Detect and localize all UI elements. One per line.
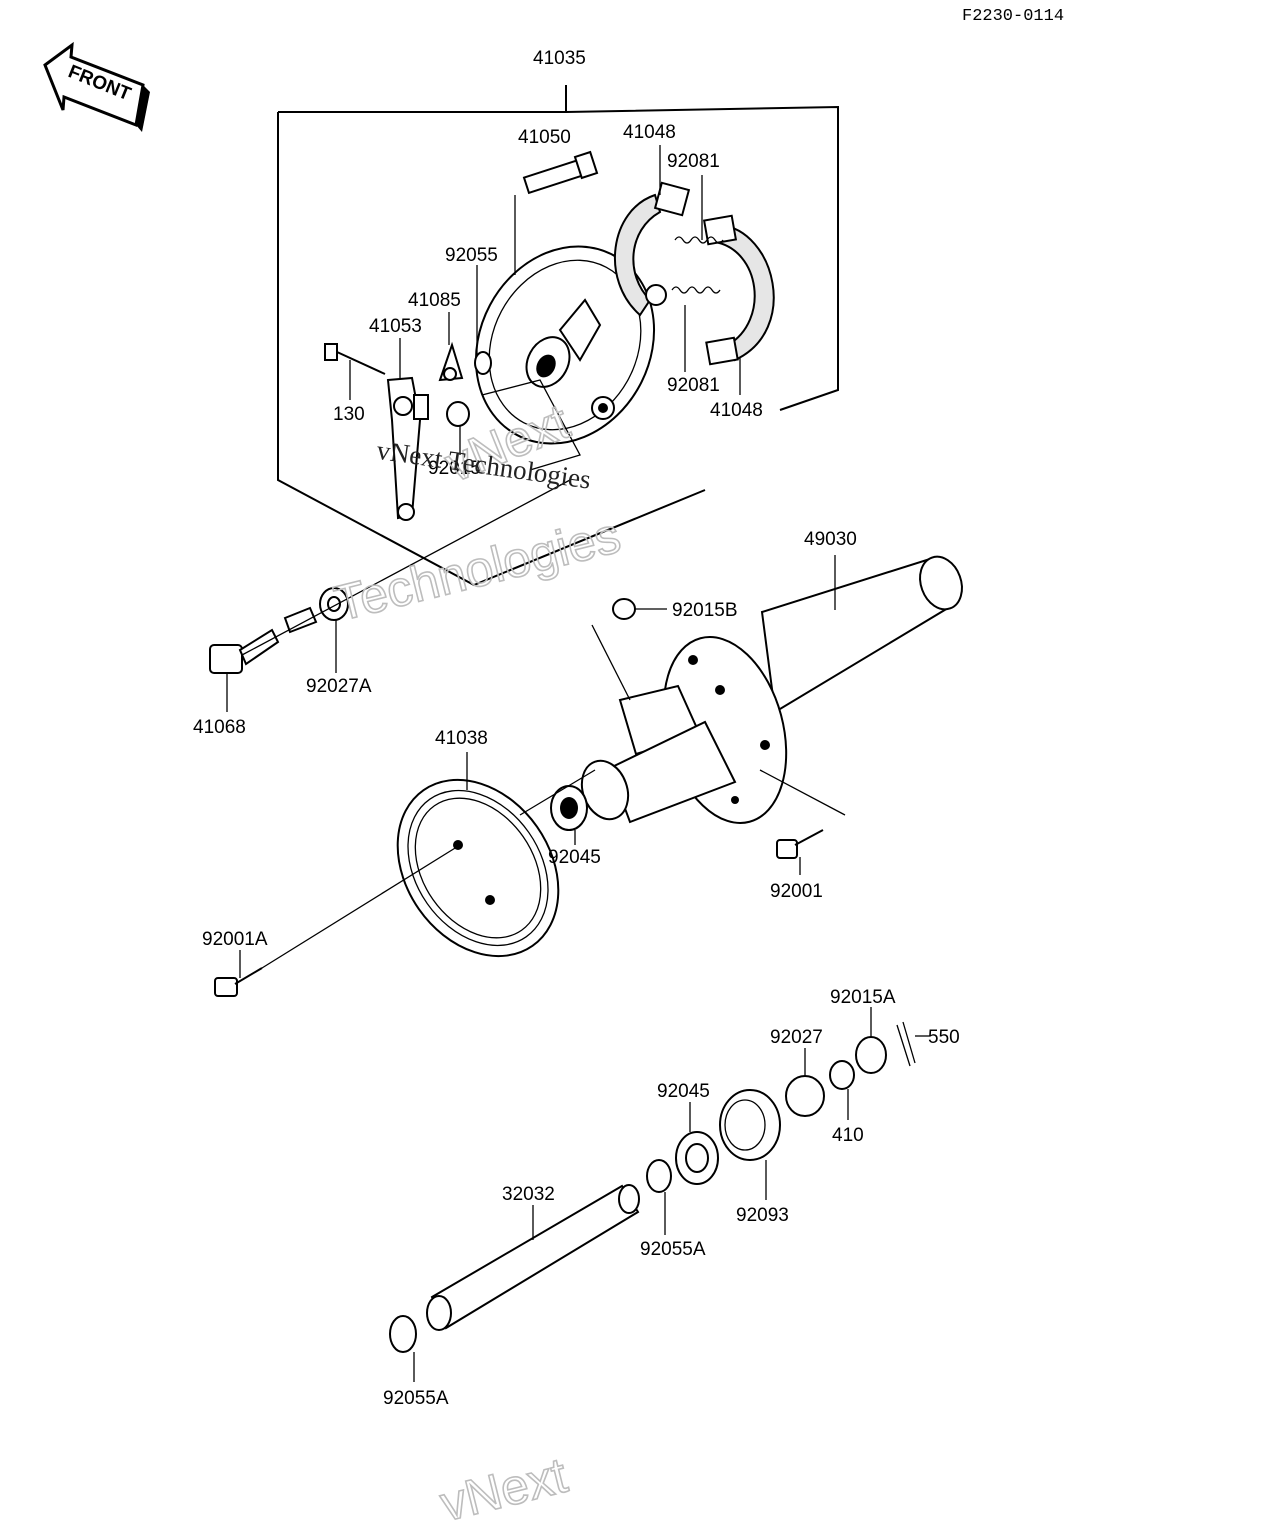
bolt-92001 bbox=[776, 829, 824, 859]
label-92015A: 92015A bbox=[830, 987, 896, 1008]
label-92001: 92001 bbox=[770, 881, 823, 902]
label-92045-lower: 92045 bbox=[657, 1081, 710, 1102]
label-92055A-mid: 92055A bbox=[640, 1239, 706, 1260]
part-labels: 41035 41050 41048 92081 92055 41085 4105… bbox=[193, 48, 960, 1409]
spring-adjuster bbox=[283, 606, 318, 634]
brake-shoe-bottom bbox=[702, 214, 775, 366]
label-41038: 41038 bbox=[435, 728, 488, 749]
spring-top bbox=[674, 236, 724, 244]
indicator-41085 bbox=[438, 341, 464, 382]
bearing-92045-lower bbox=[675, 1131, 719, 1185]
leader-lines bbox=[226, 145, 930, 1382]
circlip-92055A-mid bbox=[646, 1159, 672, 1193]
watermark-footer: vNext bbox=[435, 1447, 573, 1532]
brake-lever-41053 bbox=[386, 376, 429, 521]
bolt-130 bbox=[324, 343, 386, 375]
axis-line-drum bbox=[261, 844, 461, 969]
axle-tube bbox=[580, 555, 963, 824]
cotter-pin-550 bbox=[896, 1021, 916, 1067]
label-92015: 92015 bbox=[428, 458, 481, 479]
axle-32032 bbox=[426, 1184, 640, 1331]
label-41068: 41068 bbox=[193, 717, 246, 738]
bearing-92045-upper bbox=[550, 785, 588, 831]
watermark-outline-bottom: Technologies bbox=[329, 507, 626, 632]
label-92015B: 92015B bbox=[672, 600, 738, 621]
front-arrow-icon: FRONT bbox=[43, 41, 150, 132]
label-92027A: 92027A bbox=[306, 676, 372, 697]
axis-line-drum-right bbox=[519, 769, 596, 816]
bolt-41068 bbox=[209, 628, 280, 674]
nut-92015 bbox=[446, 401, 470, 427]
label-92081-top: 92081 bbox=[667, 151, 720, 172]
label-32032: 32032 bbox=[502, 1184, 555, 1205]
brake-panel bbox=[474, 245, 656, 471]
bolt-92001A bbox=[214, 967, 263, 997]
label-130: 130 bbox=[333, 404, 365, 425]
spring-bottom bbox=[671, 286, 721, 294]
label-550: 550 bbox=[928, 1027, 960, 1048]
label-92027: 92027 bbox=[770, 1027, 823, 1048]
hub-92093 bbox=[719, 1089, 781, 1161]
label-92081-bottom: 92081 bbox=[667, 375, 720, 396]
spacer-92027 bbox=[785, 1075, 825, 1117]
label-92055: 92055 bbox=[445, 245, 498, 266]
label-92055A-bottom: 92055A bbox=[383, 1388, 449, 1409]
nut-92015A bbox=[855, 1036, 887, 1074]
label-92001A: 92001A bbox=[202, 929, 268, 950]
brake-shoe-top bbox=[613, 181, 691, 317]
diagram-code: F2230-0114 bbox=[962, 7, 1064, 26]
label-41085: 41085 bbox=[408, 290, 461, 311]
brake-cam bbox=[522, 150, 599, 195]
label-49030: 49030 bbox=[804, 529, 857, 550]
label-41053: 41053 bbox=[369, 316, 422, 337]
brake-panel-assembly-box bbox=[277, 85, 839, 587]
watermark: vNext Technologies vNext Technologies vN… bbox=[328, 392, 626, 1533]
label-92093: 92093 bbox=[736, 1205, 789, 1226]
brake-drum bbox=[396, 778, 560, 958]
washer-410 bbox=[829, 1060, 855, 1090]
axis-line-upper bbox=[241, 479, 571, 656]
label-410: 410 bbox=[832, 1125, 864, 1146]
nut-92015B bbox=[612, 598, 636, 620]
label-41050: 41050 bbox=[518, 127, 571, 148]
circlip-92055A-bottom bbox=[389, 1315, 417, 1353]
label-41048-top: 41048 bbox=[623, 122, 676, 143]
label-41048-bottom: 41048 bbox=[710, 400, 763, 421]
label-41035: 41035 bbox=[533, 48, 586, 69]
washer-92055 bbox=[474, 351, 492, 375]
label-92045-upper: 92045 bbox=[548, 847, 601, 868]
